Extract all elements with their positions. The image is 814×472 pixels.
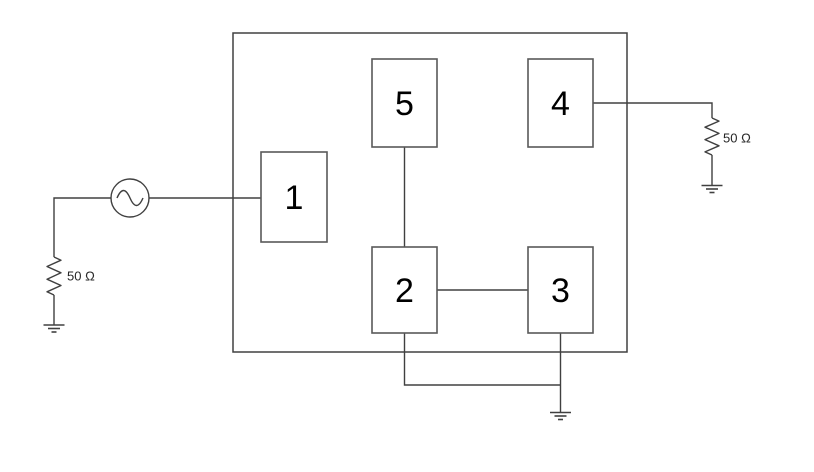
block-1-label: 1 <box>285 179 304 217</box>
input-resistor-label: 50 Ω <box>67 269 95 284</box>
input-ground-icon <box>43 324 65 333</box>
input-resistor-icon <box>46 256 62 296</box>
block-3: 3 <box>527 246 594 334</box>
wire-block2-to-common-node <box>403 333 561 386</box>
block-5-label: 5 <box>395 85 414 123</box>
ac-source-icon <box>110 178 150 218</box>
block-3-label: 3 <box>551 272 570 310</box>
output-resistor-label: 50 Ω <box>723 131 751 146</box>
block-4: 4 <box>527 58 594 148</box>
system-boundary-box <box>232 32 628 353</box>
wire-block4-to-output-resistor <box>593 102 713 118</box>
block-5: 5 <box>371 58 438 148</box>
output-resistor-icon <box>704 117 720 156</box>
wire-source-to-input-resistor <box>53 197 111 257</box>
block-2-label: 2 <box>395 272 414 310</box>
block-4-label: 4 <box>551 85 570 123</box>
block-1: 1 <box>260 151 328 243</box>
block-2: 2 <box>371 246 438 334</box>
output-ground-icon <box>701 184 723 194</box>
common-ground-icon <box>550 411 571 421</box>
